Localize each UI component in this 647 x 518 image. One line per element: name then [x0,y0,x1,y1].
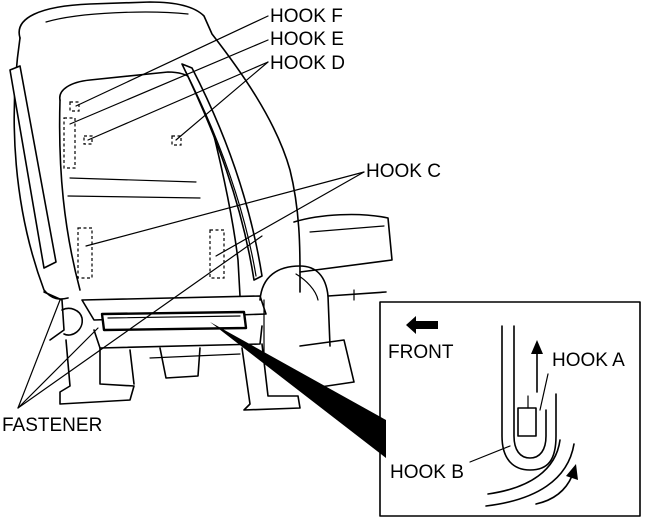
label-hook-a: HOOK A [552,350,625,371]
label-hook-b: HOOK B [390,462,464,483]
curved-arrow-icon [535,464,578,505]
label-fastener: FASTENER [2,415,102,436]
leader-lines [17,15,365,409]
detail-pointer [210,322,386,458]
label-hook-e: HOOK E [270,29,344,50]
detail-box [379,301,641,517]
label-hook-f: HOOK F [270,6,343,27]
label-hook-d: HOOK D [270,53,345,74]
arrow-left-icon [406,316,438,334]
arrow-up-icon [531,340,543,393]
seat-illustration [9,1,393,411]
label-front: FRONT [388,342,454,363]
label-hook-c: HOOK C [366,161,441,182]
